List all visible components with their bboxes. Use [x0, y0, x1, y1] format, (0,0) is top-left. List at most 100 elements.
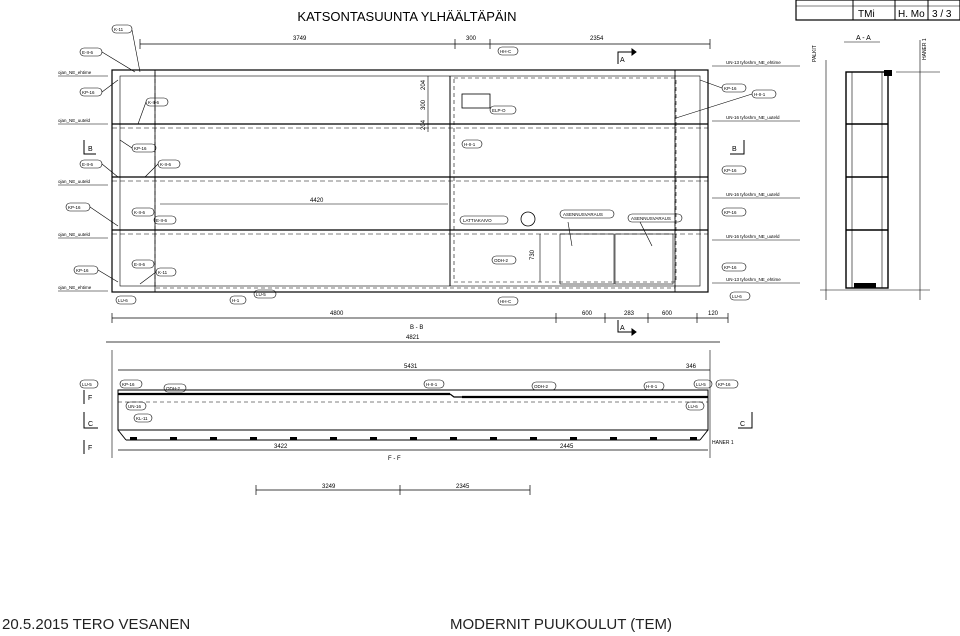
aa-label-3: HANER 1	[712, 440, 734, 446]
dim-mid-3: 204	[421, 119, 427, 130]
right-tags: HH-C UN-13 tyfoshm_NE_ehtime KP-16 H-II-…	[497, 46, 800, 301]
sheet-number: 3 / 3	[932, 9, 952, 20]
arrow-label-c1: C	[88, 421, 93, 428]
dim-inner: 4420	[310, 198, 324, 204]
tag-r-8: KP-16	[724, 210, 737, 215]
title-block: TMi H. Mo 3 / 3	[795, 0, 960, 21]
tag-r-2: UN-13 tyfoshm_NE_ehtime	[726, 60, 781, 65]
arrow-label-a1: A	[620, 57, 625, 64]
tag-r-7: UN-16 tyfoshm_NE_uuteld	[726, 192, 780, 197]
dim-overall: 4821	[406, 335, 420, 341]
dim-ff-l1: 3249	[322, 484, 336, 490]
section-bb: B - B	[410, 325, 423, 331]
arrow-label-c2: C	[740, 421, 745, 428]
ojan-4: ojan_NE_uuteld	[58, 232, 91, 237]
arrow-label-f2: F	[88, 445, 92, 452]
tag-l-1: K-11	[114, 27, 124, 32]
tag-r-3: KP-16	[724, 86, 737, 91]
left-tags: K-11 E-II-6 KP-16 K-II-6 KP-16 E-II-6 K-…	[58, 24, 277, 305]
tag-l-13: KP-16	[76, 268, 89, 273]
aa-label-1: PALKIT	[812, 45, 818, 62]
dim-bottom-5: 120	[708, 311, 719, 317]
dim-bottom-4: 600	[662, 311, 673, 317]
ojan-2: ojan_NE_uuteld	[58, 118, 91, 123]
tag-r-1: HH-C	[500, 49, 512, 54]
dim-ff-2: 346	[686, 364, 697, 370]
tag-l-15: H-1	[232, 298, 240, 303]
tag-r-5: UN-16 tyfoshm_NE_uuteld	[726, 115, 780, 120]
footer-date-author: 20.5.2015 TERO VESANEN	[2, 616, 191, 633]
dim-730: 730	[530, 249, 536, 260]
dim-mid-2: 300	[421, 99, 427, 110]
dim-bottom-2: 600	[582, 311, 593, 317]
drawn-by: TMi	[858, 9, 875, 20]
tag-l-10: E-II-6	[156, 218, 167, 223]
bottom-dimensions: 4800 600 283 600 120 B - B 4821	[106, 311, 729, 343]
arrow-label-b1: B	[88, 146, 93, 153]
top-dimensions: 3749 300 2354	[139, 36, 711, 49]
tag-r-12: LU-6	[732, 294, 742, 299]
dim-top-3: 2354	[590, 36, 604, 42]
dim-ff-l2: 2345	[456, 484, 470, 490]
section-aa: A - A PALKIT HANER 1 HANER 1	[712, 35, 940, 446]
dim-top-2: 300	[466, 36, 477, 42]
tag-f-5: ODH-2	[534, 384, 548, 389]
dim-bottom-3: 283	[624, 311, 635, 317]
tag-l-11: E-II-6	[134, 262, 145, 267]
tag-l-5: KP-16	[134, 146, 147, 151]
ojan-1: ojan_NE_ehtime	[58, 70, 92, 75]
section-ff-label: F - F	[388, 456, 401, 462]
tag-f-11: LU-6	[688, 404, 698, 409]
tag-c-1: ELP-O	[492, 108, 506, 113]
footer-project: MODERNIT PUUKOULUT (TEM)	[450, 616, 672, 633]
dim-ff-b2: 2445	[560, 444, 574, 450]
dim-ff-b1: 3422	[274, 444, 288, 450]
ojan-5: ojan_NE_ehtime	[58, 285, 92, 290]
tag-l-9: K-II-6	[134, 210, 145, 215]
tag-c-6: ODH-2	[494, 258, 508, 263]
arrow-label-b2: B	[732, 146, 737, 153]
tag-l-8: KP-16	[68, 205, 81, 210]
tag-l-7: K-II-6	[160, 162, 171, 167]
section-arrows: A A B B F F C C	[83, 48, 753, 454]
section-ff: 5431 346 LU-5 KP-	[79, 350, 739, 495]
tag-f-10: KL-11	[136, 416, 148, 421]
section-aa-label: A - A	[856, 35, 871, 42]
tag-r-10: KP-16	[724, 265, 737, 270]
dim-ff-1: 5431	[404, 364, 418, 370]
tag-f-3: ODH-2	[166, 386, 180, 391]
arrow-label-f1: F	[88, 395, 92, 402]
tag-c-5: ASENNUSVARAUS	[631, 216, 671, 221]
tag-f-1: LU-5	[82, 382, 92, 387]
tag-f-9: UN-16	[128, 404, 142, 409]
tag-f-8: KP-16	[718, 382, 731, 387]
center-tags: ELP-O H-II-1 LATTIAKAIVO ASENNUSVARAUS A…	[459, 105, 683, 306]
tag-l-6: E-II-6	[82, 162, 93, 167]
tag-l-14: LU-6	[118, 298, 128, 303]
arrow-label-a2: A	[620, 325, 625, 332]
tag-l-12: K-11	[158, 270, 168, 275]
tag-c-3: LATTIAKAIVO	[463, 218, 492, 223]
tag-l-3: KP-16	[82, 90, 95, 95]
ojan-3: ojan_NE_uuteld	[58, 179, 91, 184]
tag-f-4: H-II-1	[426, 382, 438, 387]
support-marks	[130, 437, 697, 440]
tag-c-7: HH-C	[500, 299, 512, 304]
aa-label-2: HANER 1	[922, 38, 928, 60]
tag-c-4: ASENNUSVARAUS	[563, 212, 603, 217]
tag-r-6: KP-16	[724, 168, 737, 173]
tag-r-4: H-II-1	[754, 92, 766, 97]
checked-by: H. Mo	[898, 9, 925, 20]
dim-bottom-1: 4800	[330, 311, 344, 317]
plan-view: 4420 730 204 300 204	[111, 69, 709, 293]
tag-l-2: E-II-6	[82, 50, 93, 55]
drawing-title: KATSONTASUUNTA YLHÄÄLTÄPÄIN	[297, 9, 516, 24]
tag-r-9: UN-16 tyfoshm_NE_uuteld	[726, 234, 780, 239]
tag-l-16: LU-5	[256, 292, 266, 297]
tag-f-2: KP-16	[122, 382, 135, 387]
dim-mid-1: 204	[421, 79, 427, 90]
tag-f-6: H-II-1	[646, 384, 658, 389]
tag-c-2: H-II-1	[464, 142, 476, 147]
tag-r-11: UN-13 tyfoshm_NE_ehtime	[726, 277, 781, 282]
